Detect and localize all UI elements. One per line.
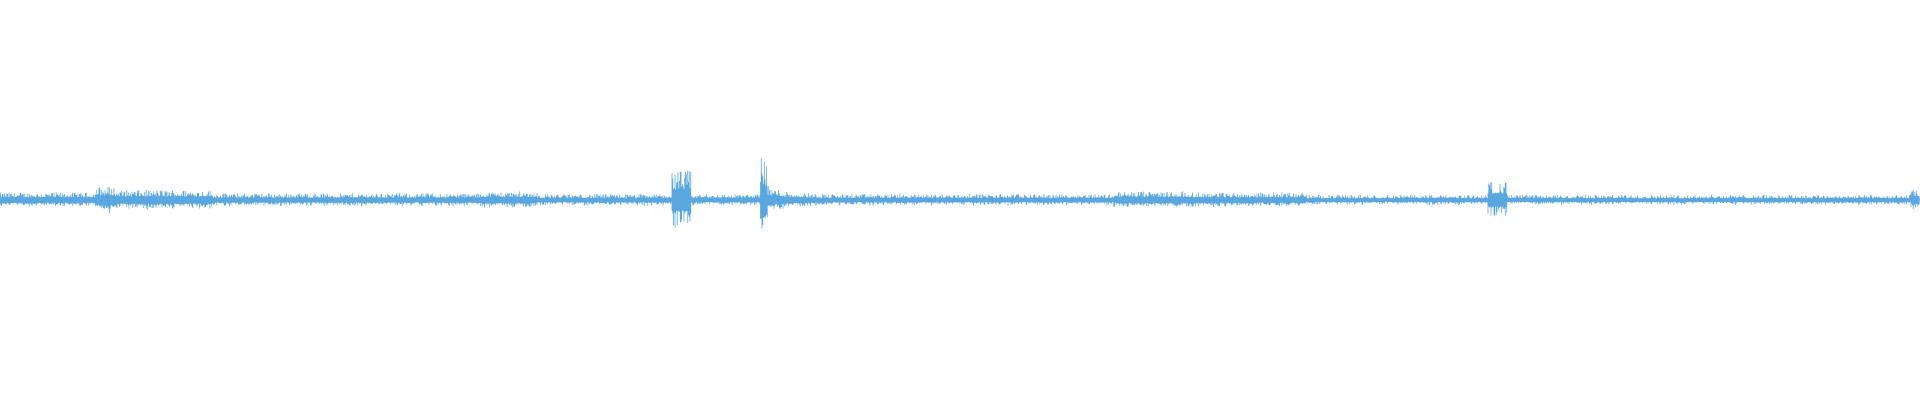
- waveform-bars: [0, 158, 1920, 229]
- waveform-trace: [0, 158, 1920, 229]
